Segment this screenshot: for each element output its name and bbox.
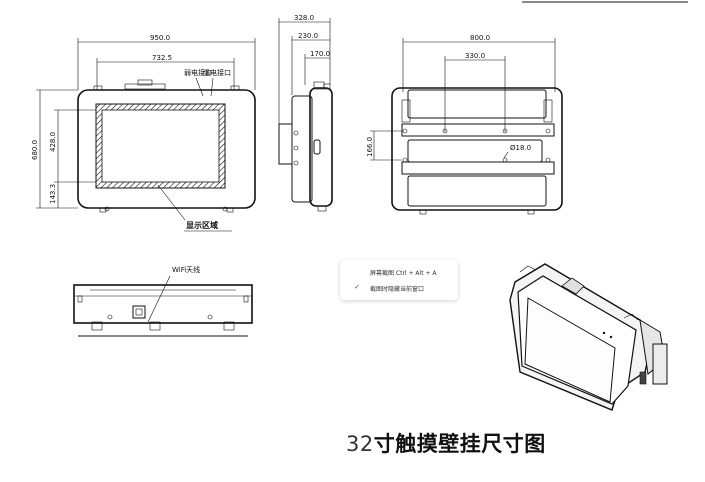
label-weak-power: 弱电接口 <box>184 68 212 77</box>
dim-hole-spacing: 330.0 <box>465 52 485 60</box>
wifi-antenna-label: WiFi天线 <box>172 265 200 274</box>
dim-width-overall: 950.0 <box>150 34 170 42</box>
isometric-device <box>509 263 668 411</box>
display-area-label: 显示区域 <box>186 220 218 230</box>
back-view: 800.0 330.0 Ø18.0 166.0 <box>366 34 563 215</box>
display-area <box>101 109 220 183</box>
dim-depth-mid: 230.0 <box>298 32 318 40</box>
menu-item-hide-window-label: 截图时隐藏当前窗口 <box>370 286 425 293</box>
caption-size-number: 32 <box>346 432 374 456</box>
dim-width-back: 800.0 <box>470 34 490 42</box>
dim-depth-overall: 328.0 <box>294 14 314 22</box>
dim-hole-diameter: Ø18.0 <box>510 144 531 152</box>
menu-item-hide-window[interactable]: ✓ 截图时隐藏当前窗口 <box>340 280 458 296</box>
dim-mount-height: 166.0 <box>366 137 374 157</box>
menu-item-screenshot[interactable]: 屏幕截图 Ctrl + Alt + A <box>340 264 458 280</box>
label-strong-power: 强电接口 <box>203 68 231 77</box>
front-view: 950.0 732.5 弱电接口 强电接口 680.0 428.0 <box>31 34 256 232</box>
dim-height-inner: 428.0 <box>49 132 57 152</box>
back-housing <box>391 87 563 211</box>
iso-screen <box>524 297 616 403</box>
context-menu: 屏幕截图 Ctrl + Alt + A ✓ 截图时隐藏当前窗口 <box>340 260 458 300</box>
dim-width-inner: 732.5 <box>152 54 172 62</box>
dim-depth-inner: 170.0 <box>310 50 330 58</box>
dim-height-overall: 680.0 <box>31 140 39 160</box>
drawing-caption: 32寸触摸壁挂尺寸图 <box>346 428 546 458</box>
dim-bottom-offset: 143.3 <box>49 184 57 204</box>
side-housing <box>309 87 333 207</box>
bottom-housing <box>73 284 253 324</box>
caption-title: 寸触摸壁挂尺寸图 <box>373 432 546 456</box>
front-housing <box>77 89 256 209</box>
menu-item-screenshot-label: 屏幕截图 Ctrl + Alt + A <box>370 270 437 277</box>
checkmark-icon: ✓ <box>354 283 360 291</box>
bottom-view: WiFi天线 <box>73 265 253 337</box>
side-view: 328.0 230.0 170.0 <box>278 14 333 212</box>
